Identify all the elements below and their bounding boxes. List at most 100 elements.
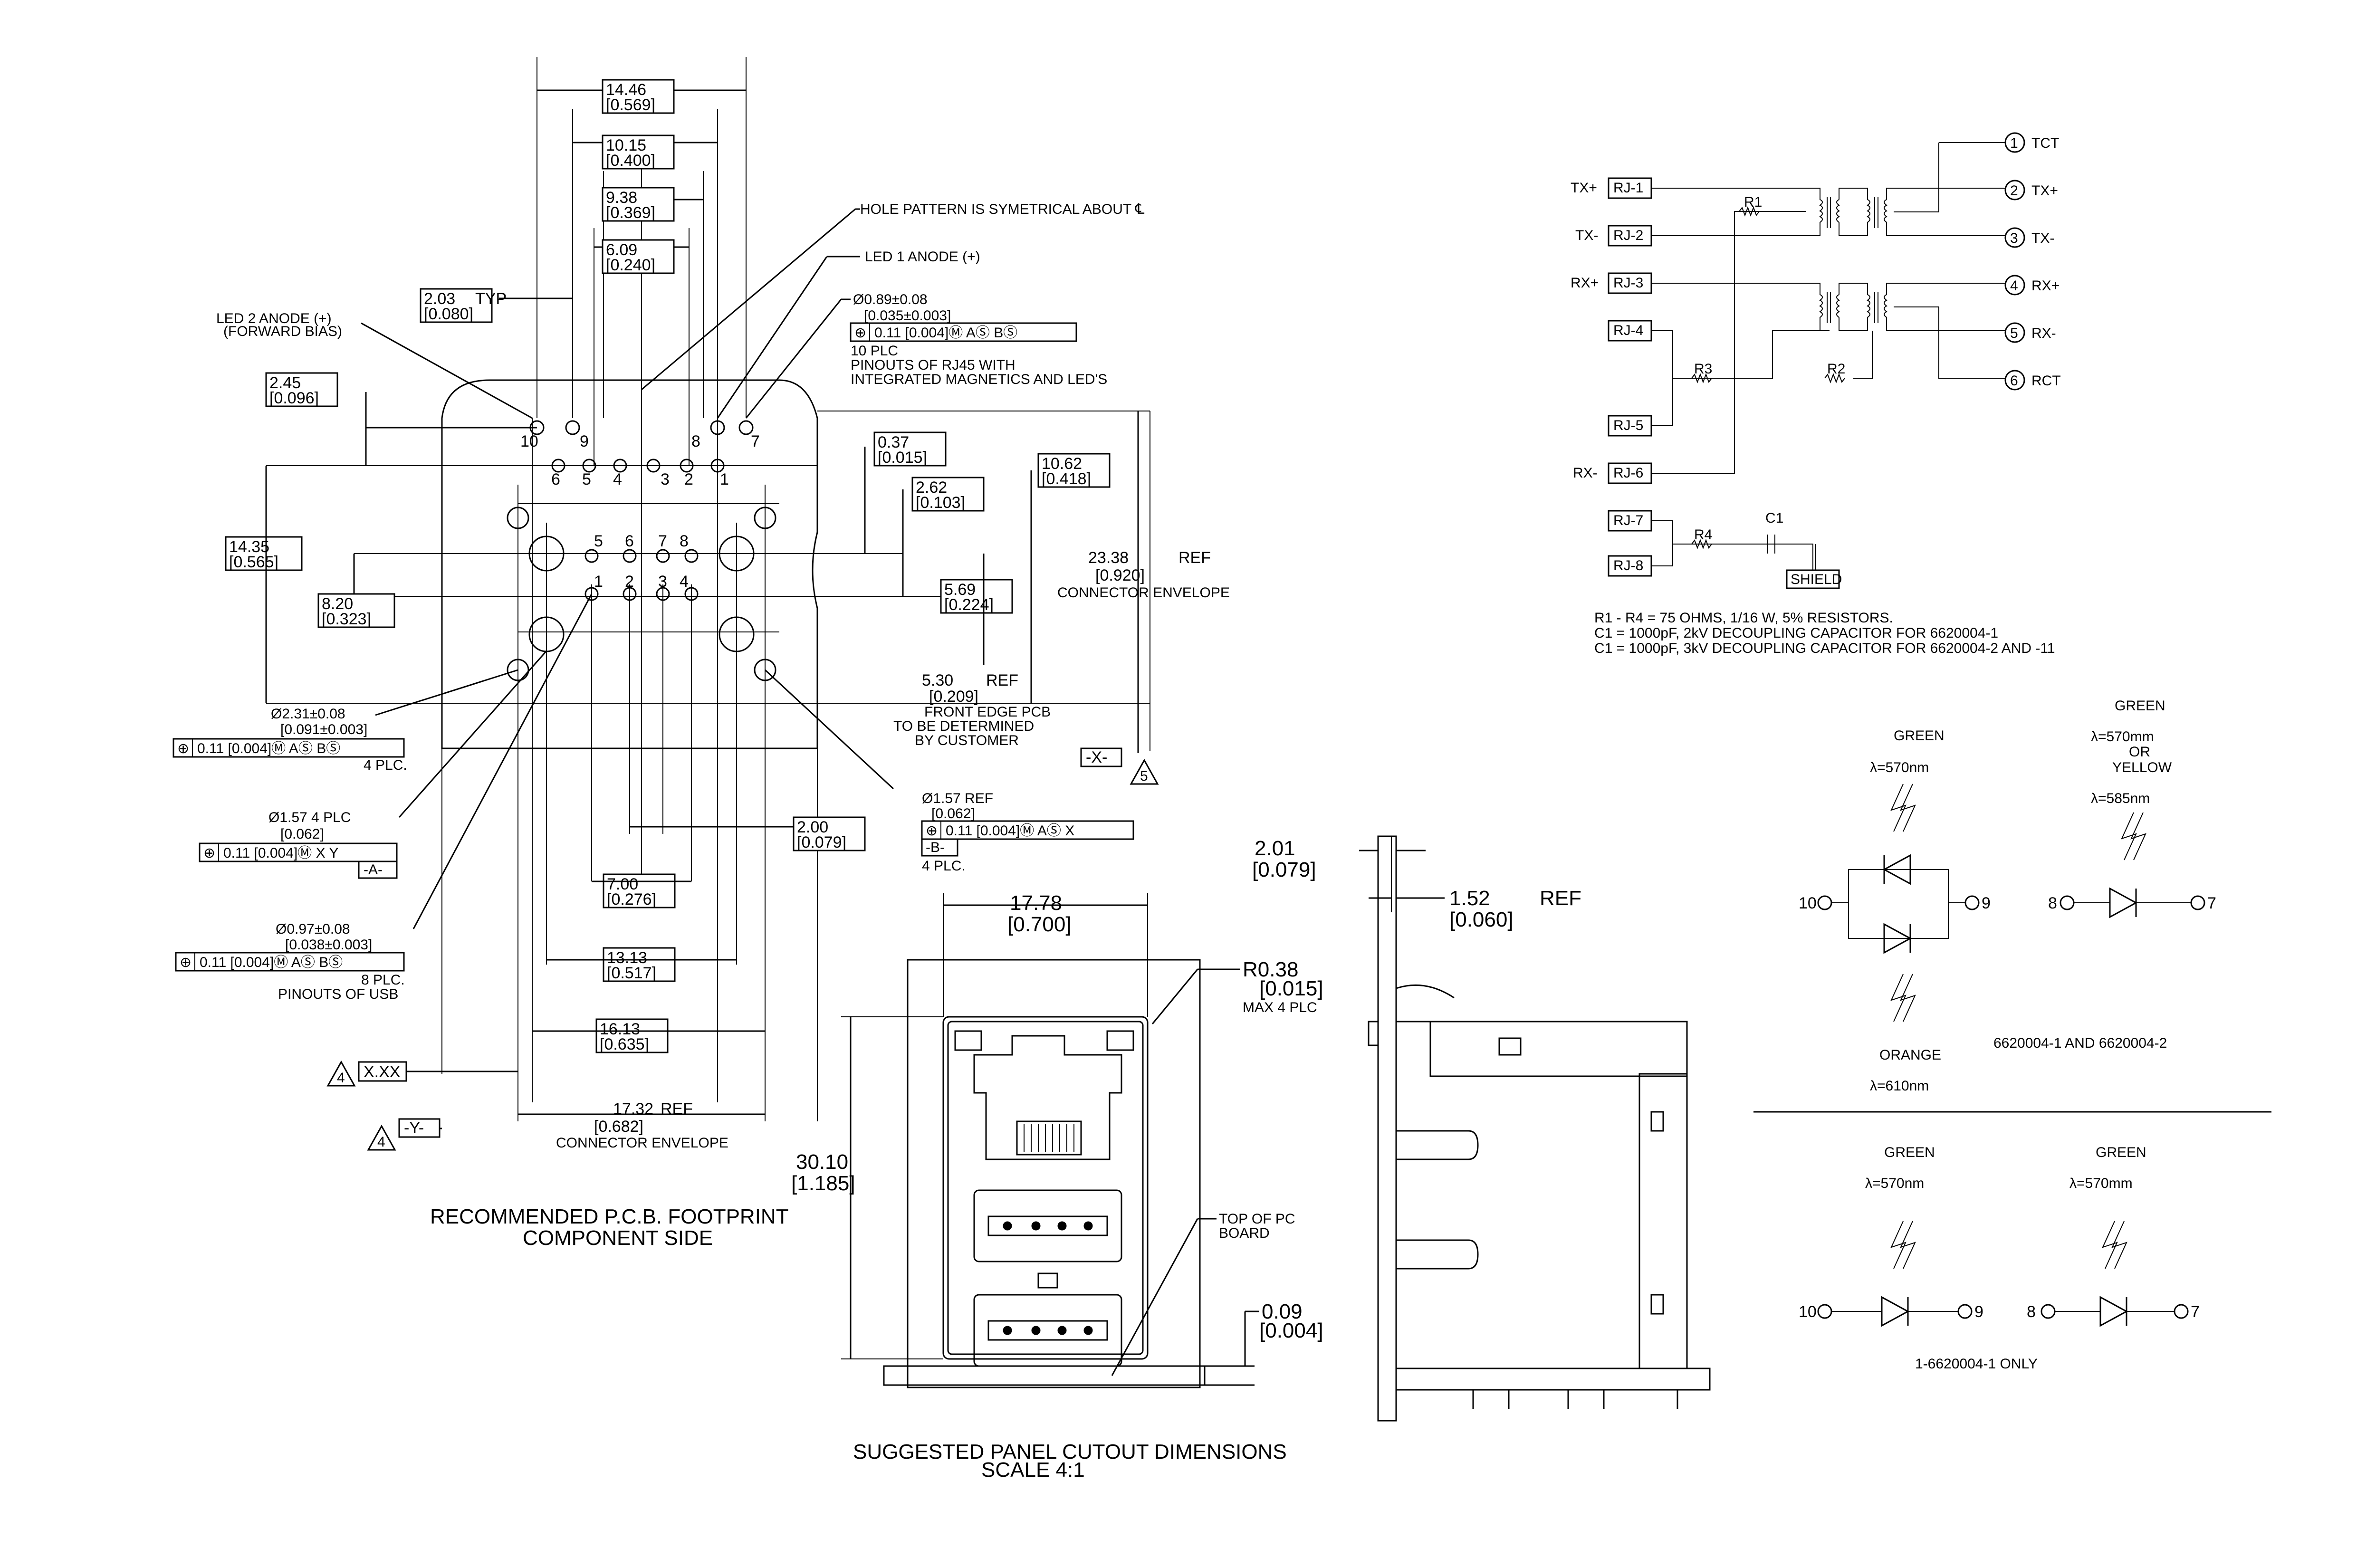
svg-text:⊕: ⊕ [854, 325, 866, 341]
svg-text:10.15: 10.15 [606, 136, 646, 154]
svg-text:λ=570nm: λ=570nm [1870, 760, 1929, 775]
svg-text:TOP OF PC: TOP OF PC [1219, 1211, 1295, 1227]
svg-text:[0.004]: [0.004] [1259, 1319, 1323, 1342]
svg-text:0.11 [0.004]Ⓜ AⓈ BⓈ: 0.11 [0.004]Ⓜ AⓈ BⓈ [197, 741, 340, 756]
svg-text:REF: REF [986, 671, 1018, 689]
front-edge-note: 5.30 REF [0.209] FRONT EDGE PCB TO BE DE… [893, 671, 1051, 748]
svg-text:X.XX: X.XX [364, 1063, 400, 1081]
led-single-top: GREEN λ=570mm OR YELLOW λ=585nm 8 7 [2048, 698, 2216, 918]
svg-text:5.69: 5.69 [944, 581, 976, 599]
svg-text:6.09: 6.09 [606, 241, 637, 259]
svg-text:R4: R4 [1694, 527, 1712, 543]
resistor-r4: R4 [1691, 527, 1712, 549]
svg-text:3: 3 [658, 573, 667, 591]
led-diagrams: GREEN λ=570nm 10 9 ORANGE λ=610nm GREEN … [1753, 698, 2271, 1372]
a-hole-callout: Ø1.57 4 PLC [0.062] ⊕ 0.11 [0.004]Ⓜ X Y … [199, 810, 398, 879]
dim-16-13: 16.13 [0.635] [595, 1018, 669, 1053]
dim-10-62: 10.62 [0.418] [1037, 453, 1111, 488]
svg-text:7: 7 [658, 532, 667, 550]
resistor-r2: R2 [1824, 361, 1845, 383]
svg-text:-B-: -B- [926, 840, 945, 855]
svg-text:4: 4 [613, 470, 622, 488]
svg-text:4: 4 [680, 573, 689, 591]
xx-dimension: X.XX [358, 1061, 407, 1082]
footprint-outline [441, 379, 818, 749]
svg-text:2.01: 2.01 [1255, 837, 1295, 860]
svg-text:REF: REF [1540, 887, 1581, 910]
svg-text:λ=570mm: λ=570mm [2069, 1176, 2133, 1191]
svg-text:9.38: 9.38 [606, 189, 637, 207]
svg-text:4 PLC.: 4 PLC. [364, 757, 407, 773]
svg-text:⊕: ⊕ [926, 823, 938, 839]
svg-text:6: 6 [2010, 373, 2018, 389]
svg-text:[1.185]: [1.185] [791, 1172, 855, 1195]
rj-hole-callout: Ø0.89±0.08 [0.035±0.003] ⊕ 0.11 [0.004]Ⓜ… [850, 292, 1107, 387]
led-single-bottom-right: GREEN λ=570mm 8 7 [2027, 1145, 2200, 1327]
svg-text:RJ-1: RJ-1 [1613, 180, 1643, 196]
svg-text:[0.323]: [0.323] [322, 610, 371, 628]
svg-text:[0.079]: [0.079] [797, 833, 846, 851]
svg-text:RJ-6: RJ-6 [1613, 465, 1643, 481]
svg-text:TX-: TX- [1575, 228, 1598, 243]
footprint-title: RECOMMENDED P.C.B. FOOTPRINT [430, 1205, 789, 1228]
svg-text:13.13: 13.13 [607, 949, 647, 967]
led-bicolor-diagram: GREEN λ=570nm 10 9 ORANGE λ=610nm [1799, 728, 1991, 1094]
svg-text:[0.400]: [0.400] [606, 152, 655, 170]
pcb-footprint-view: 10 9 8 7 6 5 4 3 2 1 5 6 7 8 1 2 3 4 [172, 57, 1230, 1250]
dim-14-46: 14.46 [0.569] [602, 79, 675, 114]
svg-text:8: 8 [2027, 1303, 2036, 1321]
svg-text:R1: R1 [1744, 194, 1762, 210]
flag-4b-icon: 4 [367, 1124, 396, 1151]
rx-transformer [1806, 283, 2005, 331]
hole-pattern-note: HOLE PATTERN IS SYMETRICAL ABOUT ℄ [860, 201, 1145, 217]
svg-text:R0.38: R0.38 [1243, 958, 1298, 981]
svg-text:14.46: 14.46 [606, 81, 646, 99]
svg-text:[0.920]: [0.920] [1095, 566, 1145, 584]
svg-text:RX+: RX+ [2031, 278, 2060, 294]
dim-2-03: 2.03 TYP [0.080] [420, 288, 507, 323]
b-hole-callout: Ø1.57 REF [0.062] ⊕ 0.11 [0.004]Ⓜ AⓈ X -… [921, 791, 1134, 874]
svg-text:TCT: TCT [2031, 135, 2059, 151]
capacitor-c1: C1 [1765, 510, 1783, 554]
svg-text:[0.062]: [0.062] [931, 806, 975, 822]
svg-text:-X-: -X- [1086, 748, 1107, 766]
svg-text:7: 7 [751, 432, 760, 450]
svg-text:RJ-3: RJ-3 [1613, 275, 1643, 291]
dim-10-15: 10.15 [0.400] [602, 134, 675, 170]
svg-text:7: 7 [2191, 1303, 2200, 1321]
dim-5-69: 5.69 [0.224] [940, 579, 1013, 614]
svg-text:RJ-4: RJ-4 [1613, 323, 1643, 338]
svg-text:⊕: ⊕ [180, 955, 192, 970]
svg-text:10 PLC: 10 PLC [851, 343, 898, 359]
svg-text:1.52: 1.52 [1449, 887, 1490, 910]
svg-text:5: 5 [582, 470, 591, 488]
svg-text:4: 4 [377, 1134, 385, 1150]
svg-text:INTEGRATED MAGNETICS AND LED'S: INTEGRATED MAGNETICS AND LED'S [851, 372, 1107, 387]
svg-text:0.09: 0.09 [1262, 1300, 1303, 1323]
resistor-r3: R3 [1691, 361, 1712, 383]
svg-text:5.30: 5.30 [922, 671, 953, 689]
svg-text:1: 1 [2010, 135, 2018, 151]
dim-2-00: 2.00 [0.079] [793, 816, 866, 851]
svg-text:[0.060]: [0.060] [1449, 908, 1514, 931]
svg-text:2.62: 2.62 [916, 478, 947, 497]
svg-text:2: 2 [625, 573, 634, 591]
svg-text:λ=570nm: λ=570nm [1865, 1176, 1924, 1191]
svg-text:5: 5 [2010, 325, 2018, 341]
svg-text:C1 = 1000pF, 3kV DECOUPLING CA: C1 = 1000pF, 3kV DECOUPLING CAPACITOR FO… [1594, 641, 2055, 656]
svg-text:0.37: 0.37 [878, 433, 909, 451]
envelope-horizontal-dim: 17.32 REF [0.682] CONNECTOR ENVELOPE [556, 1100, 728, 1151]
svg-text:REF: REF [661, 1100, 693, 1118]
svg-text:[0.418]: [0.418] [1042, 470, 1091, 488]
svg-text:BOARD: BOARD [1219, 1225, 1270, 1241]
svg-text:10: 10 [1799, 1303, 1817, 1321]
dim-2-45: 2.45 [0.096] [265, 372, 338, 407]
svg-text:-Y-: -Y- [404, 1119, 424, 1137]
dim-6-09: 6.09 [0.240] [602, 239, 675, 274]
panel-outline [907, 959, 1201, 1388]
svg-text:TX+: TX+ [2031, 183, 2058, 199]
svg-text:[0.682]: [0.682] [594, 1118, 643, 1136]
svg-text:[0.565]: [0.565] [229, 553, 278, 571]
svg-text:0.11 [0.004]Ⓜ X Y: 0.11 [0.004]Ⓜ X Y [223, 845, 338, 861]
